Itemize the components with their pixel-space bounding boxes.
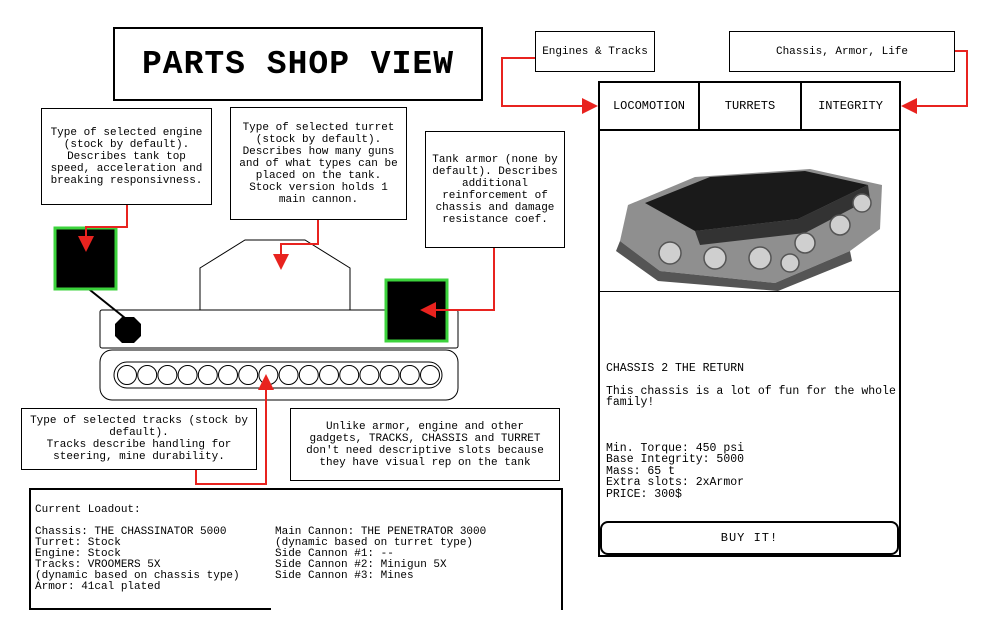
track-wheel (279, 366, 298, 385)
track-wheel (340, 366, 359, 385)
engine-octagon (115, 317, 141, 343)
tab-integrity[interactable]: INTEGRITY (802, 83, 899, 131)
buy-button[interactable]: BUY IT! (600, 521, 899, 555)
turret-note: Type of selected turret (stock by defaul… (230, 107, 407, 220)
track-wheel (219, 366, 238, 385)
track-wheel (400, 366, 419, 385)
turret-shape (200, 240, 350, 310)
chassis-product-image (600, 133, 899, 292)
product-name: CHASSIS 2 THE RETURN (606, 363, 896, 375)
product-stats: Min. Torque: 450 psi Base Integrity: 500… (606, 443, 896, 501)
loadout-weapons: Main Cannon: THE PENETRATOR 3000 (dynami… (275, 527, 486, 582)
tab-turrets[interactable]: TURRETS (700, 83, 802, 131)
track-wheel (360, 366, 379, 385)
page-title: PARTS SHOP VIEW (113, 27, 483, 101)
engines-tracks-label: Engines & Tracks (535, 31, 655, 72)
tab-locomotion[interactable]: LOCOMOTION (600, 83, 700, 131)
loadout-divider (271, 608, 561, 610)
current-loadout-panel: Current Loadout: Chassis: THE CHASSINATO… (29, 488, 563, 610)
slots-note: Unlike armor, engine and other gadgets, … (290, 408, 560, 481)
track-wheel (320, 366, 339, 385)
track-wheel (118, 366, 137, 385)
parts-shop-panel: LOCOMOTION TURRETS INTEGRITY CHASSIS 2 T… (598, 81, 901, 557)
track-wheel (239, 366, 258, 385)
track-wheel (178, 366, 197, 385)
track-wheel (198, 366, 217, 385)
track-wheel (380, 366, 399, 385)
product-description: This chassis is a lot of fun for the who… (606, 386, 896, 409)
track-wheel (158, 366, 177, 385)
chassis-armor-life-label: Chassis, Armor, Life (729, 31, 955, 72)
track-wheel (138, 366, 157, 385)
armor-note: Tank armor (none by default). Describes … (425, 131, 565, 248)
track-wheel (299, 366, 318, 385)
product-info: CHASSIS 2 THE RETURN This chassis is a l… (606, 351, 896, 512)
loadout-parts: Chassis: THE CHASSINATOR 5000 Turret: St… (35, 527, 240, 593)
engine-note: Type of selected engine (stock by defaul… (41, 108, 212, 205)
track-wheel (421, 366, 440, 385)
track-wheel (259, 366, 278, 385)
loadout-heading: Current Loadout: (35, 505, 141, 516)
tracks-note: Type of selected tracks (stock by defaul… (21, 408, 257, 470)
